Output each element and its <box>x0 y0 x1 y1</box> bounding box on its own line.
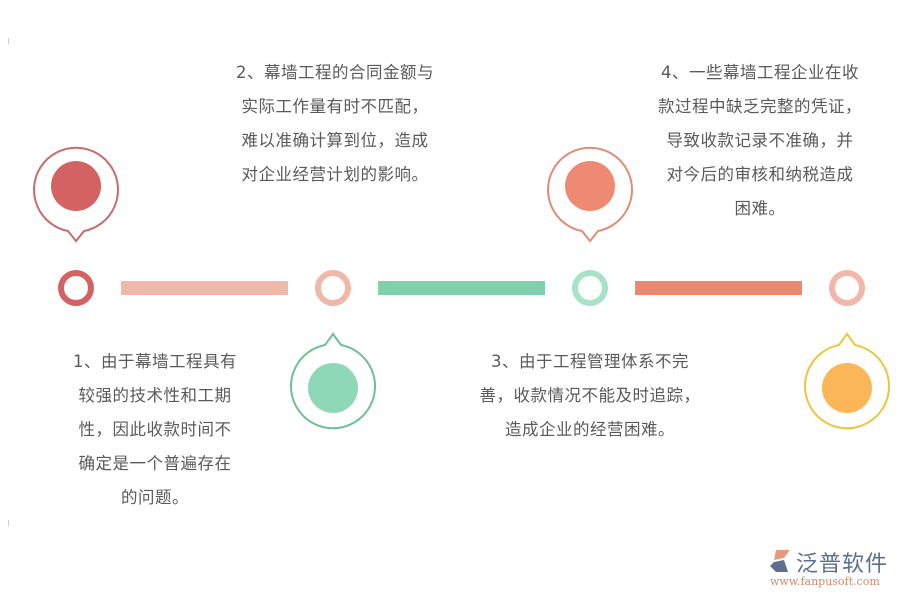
text-line: 实际工作量有时不匹配， <box>241 97 429 116</box>
timeline-node-2 <box>315 270 351 306</box>
timeline-node-3 <box>572 270 608 306</box>
logo-mark-icon <box>770 550 790 572</box>
text-line: 确定是一个普遍存在 <box>78 454 232 473</box>
timeline-bar-1 <box>121 281 288 295</box>
logo-url: www.fanpusoft.com <box>770 575 880 588</box>
text-line: 善，收款情况不能及时追踪， <box>479 386 701 405</box>
text-line: 导致收款记录不准确，并 <box>666 131 854 150</box>
text-line: 的问题。 <box>121 488 189 507</box>
timeline-bar-2 <box>378 281 545 295</box>
text-line: 对今后的审核和纳税造成 <box>666 165 854 184</box>
text-line: 3、由于工程管理体系不完 <box>491 352 689 371</box>
pin-marker-4 <box>804 332 890 430</box>
pin-marker-2 <box>290 332 376 430</box>
timeline-bar-3 <box>635 281 802 295</box>
text-line: 造成企业的经营困难。 <box>505 420 675 439</box>
edge-mark <box>8 38 9 44</box>
text-line: 款过程中缺乏完整的凭证， <box>658 97 862 116</box>
item-4-text: 4、一些幕墙工程企业在收 款过程中缺乏完整的凭证， 导致收款记录不准确，并 对今… <box>635 56 885 226</box>
logo-name: 泛普软件 <box>796 552 889 577</box>
item-3-text: 3、由于工程管理体系不完 善，收款情况不能及时追踪， 造成企业的经营困难。 <box>455 345 725 447</box>
item-1-text: 1、由于幕墙工程具有 较强的技术性和工期 性，因此收款时间不 确定是一个普遍存在… <box>50 345 260 515</box>
brand-logo: 泛普软件 www.fanpusoft.com <box>770 548 895 598</box>
text-line: 性，因此收款时间不 <box>78 420 232 439</box>
text-line: 对企业经营计划的影响。 <box>241 165 429 184</box>
pin-marker-1 <box>33 146 119 243</box>
text-line: 4、一些幕墙工程企业在收 <box>661 63 859 82</box>
text-line: 难以准确计算到位，造成 <box>241 131 429 150</box>
text-line: 1、由于幕墙工程具有 <box>73 352 237 371</box>
timeline-node-1 <box>58 270 94 306</box>
edge-mark <box>8 520 9 526</box>
item-2-text: 2、幕墙工程的合同金额与 实际工作量有时不匹配， 难以准确计算到位，造成 对企业… <box>215 56 455 192</box>
text-line: 2、幕墙工程的合同金额与 <box>236 63 434 82</box>
timeline-node-4 <box>829 270 865 306</box>
pin-marker-3 <box>547 146 633 243</box>
text-line: 困难。 <box>734 199 786 218</box>
text-line: 较强的技术性和工期 <box>78 386 232 405</box>
